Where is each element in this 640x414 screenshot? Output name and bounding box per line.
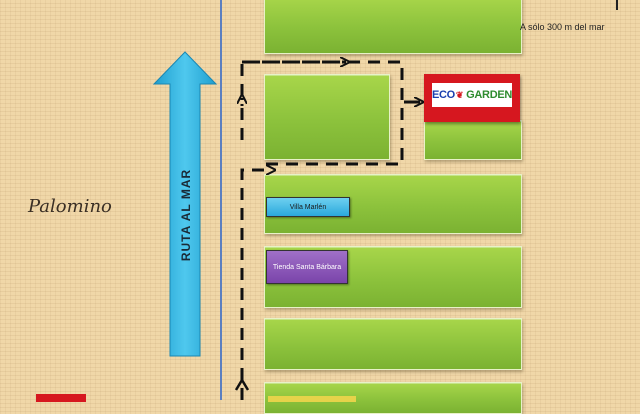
distance-note: A sólo 300 m del mar	[520, 22, 605, 32]
block-lower	[264, 318, 522, 370]
leaf-icon: ❦	[455, 89, 464, 100]
yellow-marker	[268, 396, 356, 402]
red-marker	[36, 394, 86, 402]
route-segment-lower	[240, 170, 272, 400]
eco-garden-brand-b: GARDEN	[466, 89, 513, 101]
distance-tick	[616, 0, 618, 10]
place-tag-villa-marlen: Villa Marlén	[266, 197, 350, 217]
town-label: Palomino	[28, 196, 112, 217]
place-tag-tienda-santa-barbara: Tienda Santa Bárbara	[266, 250, 348, 284]
road-arrow-icon	[152, 51, 218, 357]
divider-line	[220, 0, 222, 400]
eco-garden-brand-a: ECO	[431, 89, 455, 101]
dashed-route	[234, 0, 640, 400]
block-eco-garden	[424, 120, 522, 160]
route-loop	[240, 60, 404, 166]
block-top	[264, 0, 522, 54]
route-bottom-arrow-icon	[234, 377, 250, 391]
block-inner	[264, 74, 390, 160]
map-canvas: RUTA AL MAR ECO ❦ GARDEN Villa Marlén Ti…	[28, 0, 640, 414]
eco-garden-logo: ECO ❦ GARDEN	[432, 83, 512, 107]
eco-garden-sign: ECO ❦ GARDEN	[424, 74, 520, 122]
